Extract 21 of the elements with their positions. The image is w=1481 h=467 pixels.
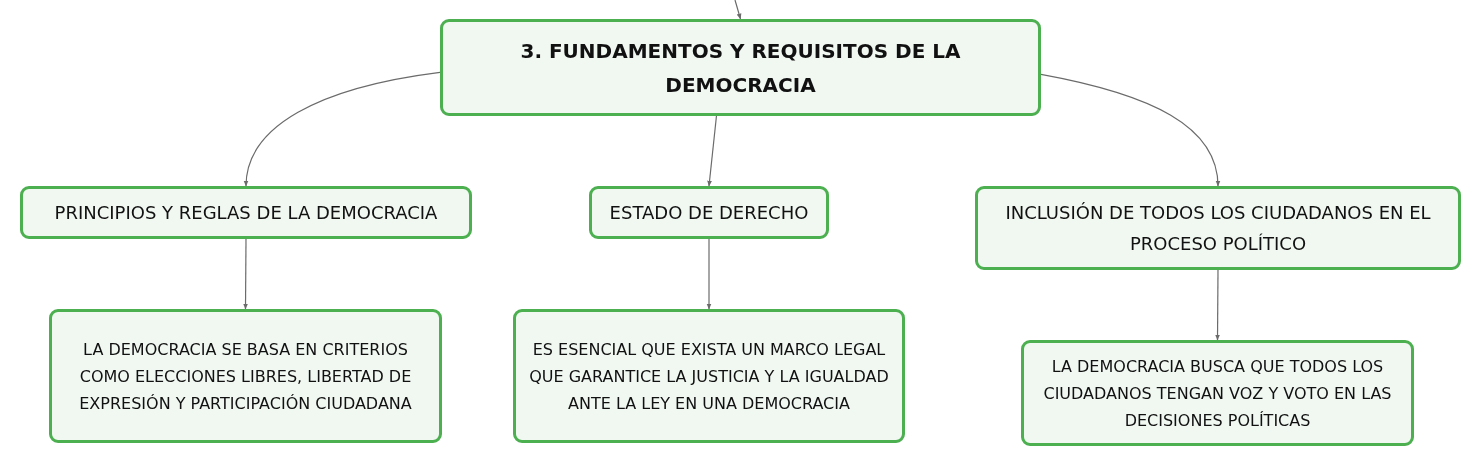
detail-box [513,309,905,443]
detail-text: LA DEMOCRACIA SE BASA EN CRITERIOS COMO ELECCIONES LIBRES, LIBERTAD DE EXPRESIÓN Y PARTICIPACIÓN CIUDADANA [78,338,413,415]
subtopic-box [20,186,472,239]
arrow [707,115,718,187]
subtopic-text: INCLUSIÓN DE TODOS LOS CIUDADANOS EN EL PROCESO POLÍTICO [1004,201,1432,256]
subtopic-text: PRINCIPIOS Y REGLAS DE LA DEMOCRACIA [54,201,438,225]
detail-box [1021,340,1414,446]
detail-text: LA DEMOCRACIA BUSCA QUE TODOS LOS CIUDADANOS TENGAN VOZ Y VOTO EN LAS DECISIONES POLÍTICAS [1042,355,1393,432]
detail-box [49,309,442,443]
detail-text: ES ESENCIAL QUE EXISTA UN MARCO LEGAL QUE GARANTICE LA JUSTICIA Y LA IGUALDAD ANTE LA LEY EN UNA DEMOCRACIA [528,338,890,415]
arrow [1215,269,1220,341]
arrow [243,238,248,310]
topic-box [440,19,1041,116]
arrow [706,238,712,310]
topic-title: 3. FUNDAMENTOS Y REQUISITOS DE LA DEMOCRACIA [519,37,962,99]
arrow [244,71,441,187]
subtopic-box [975,186,1461,270]
arrow [734,0,742,20]
subtopic-box [589,186,829,239]
subtopic-text: ESTADO DE DERECHO [609,201,809,225]
arrow [1040,73,1220,187]
